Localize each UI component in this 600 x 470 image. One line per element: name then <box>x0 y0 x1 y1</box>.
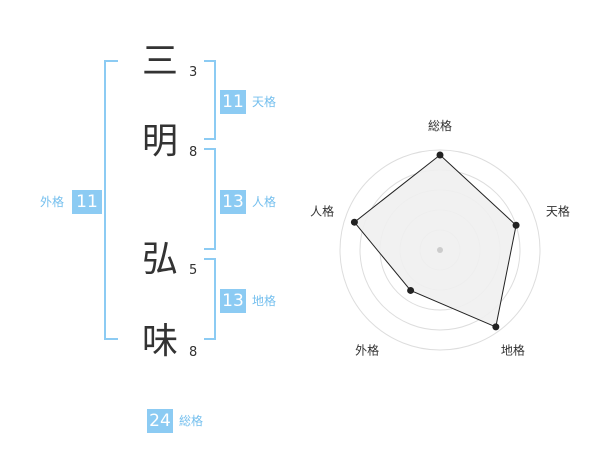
name-char-1: 三 <box>142 41 179 82</box>
radar-data-polygon <box>353 154 517 328</box>
radar-point-5 <box>350 218 358 226</box>
jinkaku-value-badge: 13 <box>220 190 246 214</box>
gaikaku-label: 外格 <box>40 195 65 209</box>
jinkaku-bracket <box>204 148 216 250</box>
soukaku-value-badge: 24 <box>147 409 173 433</box>
stroke-count-3: 5 <box>189 263 198 278</box>
radar-point-2 <box>512 221 520 229</box>
radar-axis-label-1: 総格 <box>428 118 452 133</box>
tenkaku-label: 天格 <box>252 95 277 109</box>
soukaku-label: 総格 <box>179 414 204 428</box>
radar-points <box>350 151 520 331</box>
tenkaku-bracket <box>204 60 216 140</box>
radar-point-4 <box>407 286 415 294</box>
radar-point-3 <box>492 323 500 331</box>
gaikaku-value-badge: 11 <box>72 190 102 214</box>
radar-axis-label-4: 外格 <box>355 342 379 357</box>
jinkaku-label: 人格 <box>252 195 277 209</box>
radar-point-1 <box>436 151 444 159</box>
stroke-count-1: 3 <box>189 65 198 80</box>
radar-axis-label-5: 人格 <box>310 204 334 219</box>
gaikaku-bracket <box>104 60 118 340</box>
radar-grid-ring <box>339 149 541 351</box>
radar-center-dot <box>437 247 443 253</box>
chikaku-value-badge: 13 <box>220 289 246 313</box>
radar-axis-label-3: 地格 <box>501 342 525 357</box>
name-char-4: 味 <box>142 321 179 362</box>
name-char-2: 明 <box>142 121 179 162</box>
radar-axis-label-2: 天格 <box>546 204 570 219</box>
name-char-3: 弘 <box>142 239 179 280</box>
stroke-count-2: 8 <box>189 145 198 160</box>
chikaku-label: 地格 <box>252 294 277 308</box>
tenkaku-value-badge: 11 <box>220 90 246 114</box>
stroke-count-4: 8 <box>189 345 198 360</box>
chikaku-bracket <box>204 258 216 340</box>
